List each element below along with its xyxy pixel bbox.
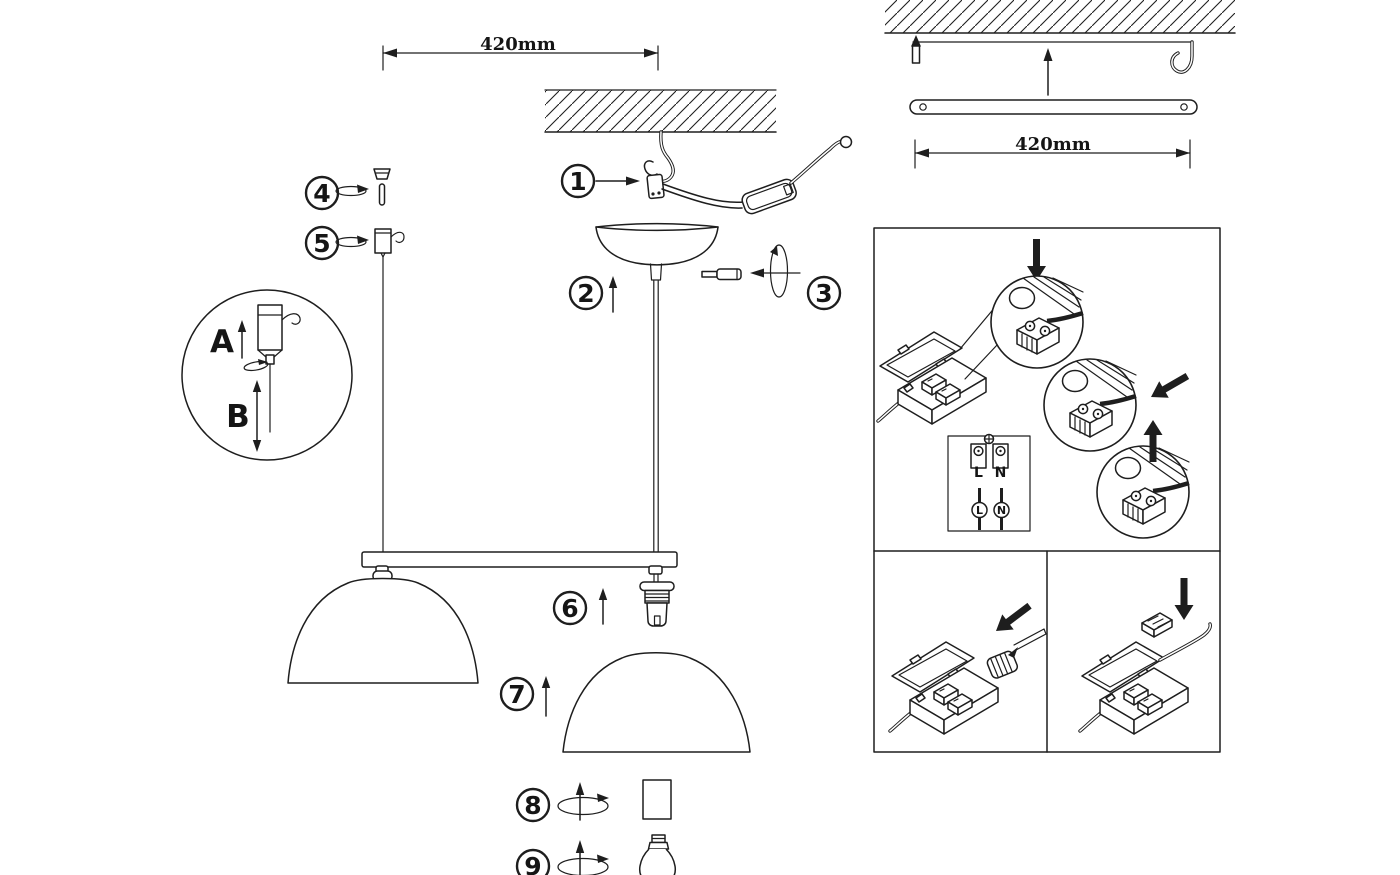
push-in-arrow	[1146, 367, 1193, 406]
wall-plug-pin	[911, 35, 921, 64]
step-5-marker: 5	[304, 225, 405, 261]
cord-end	[1013, 628, 1047, 651]
wire-live-label: L	[976, 504, 983, 517]
cable-gripper-part	[374, 228, 405, 258]
insert-down-arrow	[1027, 239, 1046, 281]
lamp-socket	[639, 573, 675, 627]
terminal-detail-3	[1097, 446, 1189, 538]
junction-box-gland	[888, 640, 1000, 736]
terminal-block-part	[1141, 612, 1173, 638]
step-5-number: 5	[313, 229, 330, 258]
ceiling-center	[544, 89, 777, 133]
step-4-marker: 4	[304, 168, 391, 211]
raise-label: A	[210, 324, 234, 360]
slide-gland-arrow	[990, 598, 1036, 639]
wiring-panel-borders	[873, 227, 1221, 753]
terminal-live-label: L	[974, 465, 983, 481]
wiring-panel-top: L N L N	[876, 239, 1193, 538]
bar-up-arrow	[1043, 48, 1053, 96]
mounting-bar-assembly	[361, 551, 678, 575]
ceiling-right	[884, 0, 1236, 43]
step-8-number: 8	[524, 791, 541, 820]
lower-label: B	[226, 399, 250, 435]
cable-connector	[646, 173, 665, 200]
rotate-indicator-8	[557, 782, 609, 821]
step-2-marker: 2	[568, 275, 618, 313]
screwdriver-icon	[701, 268, 742, 281]
terminal-detail-2	[1044, 359, 1136, 451]
rotate-indicator-9	[557, 840, 609, 875]
wiring-panel-bottom-left	[888, 598, 1047, 736]
lamp-shade-left	[287, 570, 479, 684]
bulb-icon	[639, 834, 676, 875]
junction-box-open	[876, 330, 988, 426]
step-7-number: 7	[508, 680, 525, 709]
dimension-left: 420mm	[382, 34, 659, 71]
mounting-bar-part	[909, 99, 1198, 115]
step-6-number: 6	[561, 594, 578, 623]
lamp-shade-detached	[562, 652, 751, 753]
terminal-detail-1	[991, 276, 1083, 368]
wire-neutral-label: N	[997, 504, 1006, 517]
ln-terminal-diagram: L N L N	[947, 433, 1031, 532]
step-3-marker: 3	[806, 275, 842, 311]
mains-cable-and-hook	[643, 130, 853, 215]
drop-terminal-arrow	[1174, 578, 1194, 620]
led-driver-box	[741, 178, 797, 215]
step-9-marker: 9	[515, 834, 676, 875]
step-4-number: 4	[313, 179, 330, 208]
ceiling-cap-part	[373, 168, 391, 206]
wiring-panel-bottom-right	[1078, 578, 1212, 736]
junction-box-terminal	[1078, 640, 1190, 736]
dimension-left-label: 420mm	[480, 34, 556, 55]
step-6-marker: 6	[552, 588, 608, 626]
step-2-number: 2	[577, 279, 594, 308]
rotate-indicator-4	[335, 184, 369, 197]
dimension-right: 420mm	[914, 134, 1191, 169]
step-1-number: 1	[569, 167, 586, 196]
step-8-marker: 8	[515, 779, 672, 823]
strain-relief-gland	[986, 650, 1019, 679]
ceiling-hook	[1170, 40, 1194, 74]
ceiling-canopy	[595, 222, 719, 281]
dimension-right-label: 420mm	[1015, 134, 1091, 155]
cable-adjust-detail: A B	[181, 289, 353, 461]
rotate-indicator-3	[750, 244, 801, 298]
suspension-rod-right	[653, 280, 659, 553]
rotate-indicator-5	[335, 235, 369, 248]
shade-ring-part	[642, 779, 672, 820]
step-7-marker: 7	[499, 676, 551, 717]
magnifier-leader-lines	[959, 305, 999, 380]
step-3-number: 3	[815, 279, 832, 308]
terminal-neutral-label: N	[995, 465, 1007, 481]
step-1-marker: 1	[560, 163, 640, 199]
step-9-number: 9	[524, 852, 541, 875]
